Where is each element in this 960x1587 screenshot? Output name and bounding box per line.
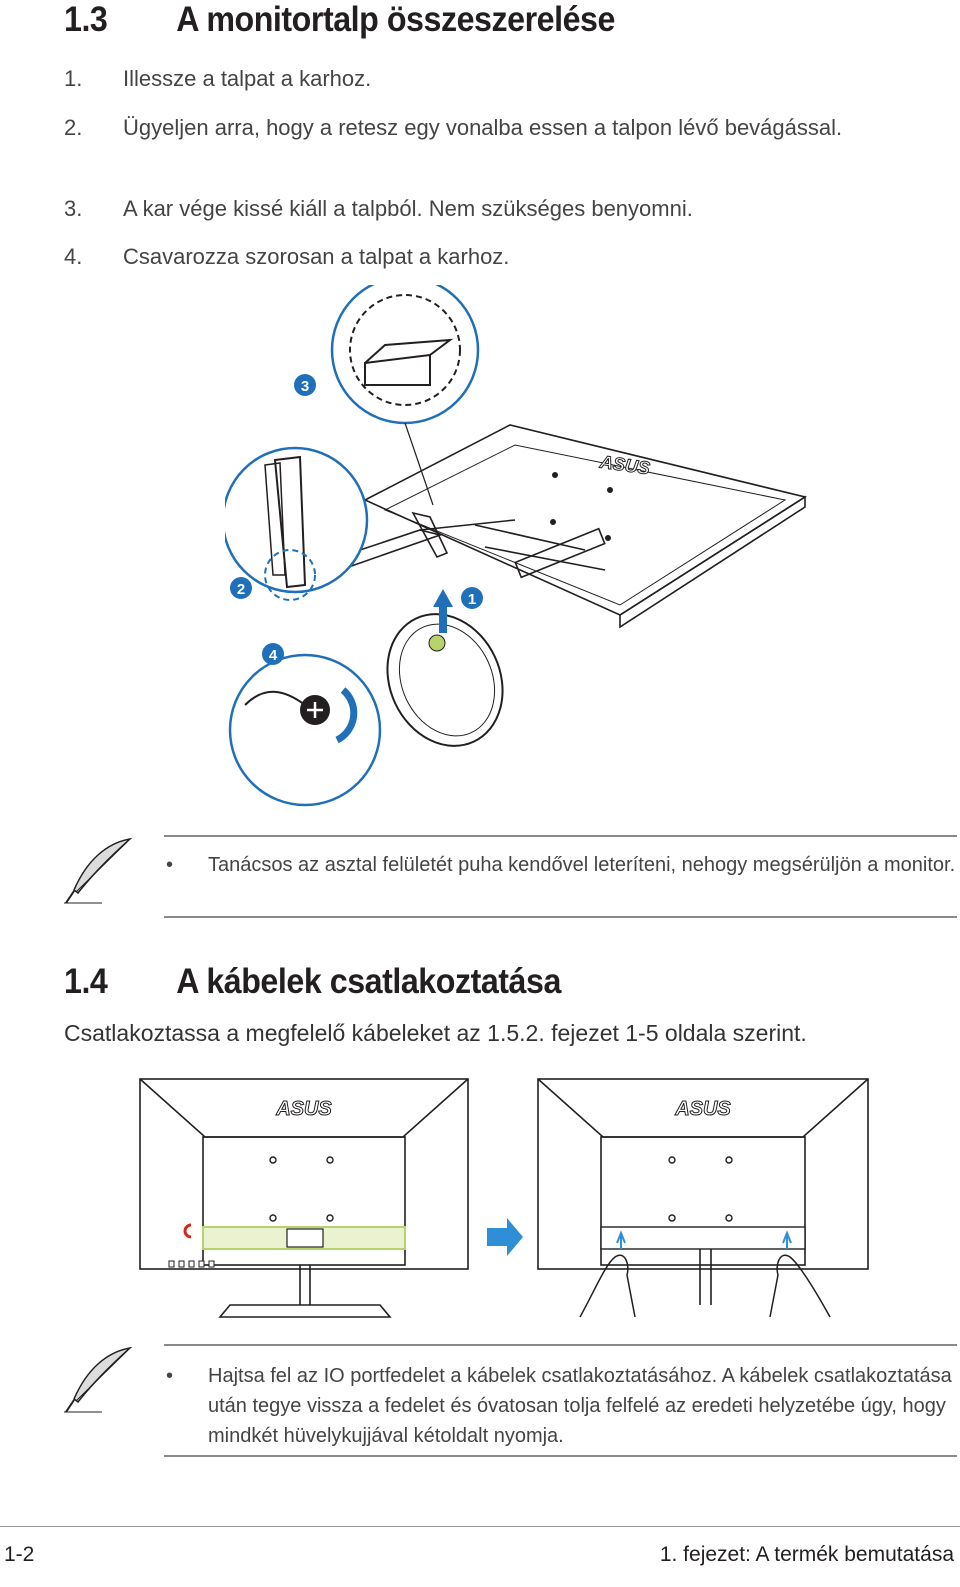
asus-logo-left: ASUS: [275, 1098, 332, 1120]
right-arrow-icon: [487, 1218, 523, 1256]
callout-1: 1: [461, 587, 483, 609]
section-number: 1.4: [64, 962, 108, 1001]
note-divider-top: [164, 1344, 957, 1346]
section-title: A kábelek csatlakoztatása: [176, 962, 561, 1001]
monitor-back-drawing: [363, 424, 808, 629]
step-number: 4.: [64, 244, 83, 269]
svg-text:4: 4: [269, 647, 278, 664]
section-heading-1-4: 1.4 A kábelek csatlakoztatása: [64, 962, 561, 1002]
page-number: 1-2: [4, 1543, 35, 1566]
asus-logo-right: ASUS: [674, 1098, 731, 1120]
feather-note-icon: [64, 837, 133, 904]
callout-2: 2: [230, 577, 252, 599]
rotate-arrow-icon: [335, 687, 358, 744]
section-number: 1.3: [64, 0, 108, 39]
section-title: A monitortalp összeszerelése: [176, 0, 615, 39]
section-heading-1-3: 1.3 A monitortalp összeszerelése: [64, 0, 615, 40]
bullet: •: [166, 854, 174, 876]
section-intro: Csatlakoztassa a megfelelő kábeleket az …: [64, 1020, 807, 1046]
note-divider-bottom: [164, 916, 957, 918]
step-number: 2.: [64, 115, 83, 140]
feather-note-icon: [64, 1346, 133, 1413]
stand-base-drawing: [386, 613, 504, 747]
step-number: 3.: [64, 196, 83, 221]
callout-4: 4: [262, 643, 284, 665]
step-number: 1.: [64, 66, 83, 91]
bullet: •: [166, 1365, 174, 1387]
monitor-right-drawing: [537, 1078, 869, 1305]
hands-drawing: [579, 1254, 831, 1318]
step-4: 4. Csavarozza szorosan a talpat a karhoz…: [64, 242, 884, 272]
note-text: Tanácsos az asztal felületét puha kendőv…: [208, 854, 956, 876]
callout-3: 3: [294, 374, 316, 396]
step-text: Csavarozza szorosan a talpat a karhoz.: [123, 244, 510, 269]
svg-text:3: 3: [301, 378, 309, 395]
footer-divider: [0, 1526, 960, 1527]
monitor-left-drawing: [139, 1078, 469, 1318]
up-arrow-icon: [616, 1230, 626, 1249]
step-1: 1. Illessze a talpat a karhoz.: [64, 64, 884, 94]
step-text: Illessze a talpat a karhoz.: [123, 66, 372, 91]
up-arrow-icon: [782, 1230, 792, 1249]
chapter-title: 1. fejezet: A termék bemutatása: [659, 1543, 954, 1566]
svg-text:2: 2: [237, 581, 245, 598]
note-2: • Hajtsa fel az IO portfedelet a kábelek…: [166, 1361, 956, 1451]
up-arrow-icon: [433, 589, 453, 633]
note-divider-bottom: [164, 1455, 957, 1457]
svg-text:1: 1: [468, 591, 476, 608]
step-3: 3. A kar vége kissé kiáll a talpból. Nem…: [64, 194, 884, 224]
cable-cover-figure: ASUS ASUS: [139, 1078, 869, 1318]
step-text: Ügyeljen arra, hogy a retesz egy vonalba…: [123, 115, 843, 140]
step-text: A kar vége kissé kiáll a talpból. Nem sz…: [123, 196, 693, 221]
step-2: 2. Ügyeljen arra, hogy a retesz egy vona…: [64, 113, 884, 143]
stand-assembly-figure: ASUS 3 2 1 4: [225, 285, 808, 807]
note-1: • Tanácsos az asztal felületét puha kend…: [166, 850, 956, 880]
note-text: Hajtsa fel az IO portfedelet a kábelek c…: [208, 1365, 952, 1447]
note-divider-top: [164, 835, 957, 837]
asus-logo: ASUS: [598, 451, 651, 478]
